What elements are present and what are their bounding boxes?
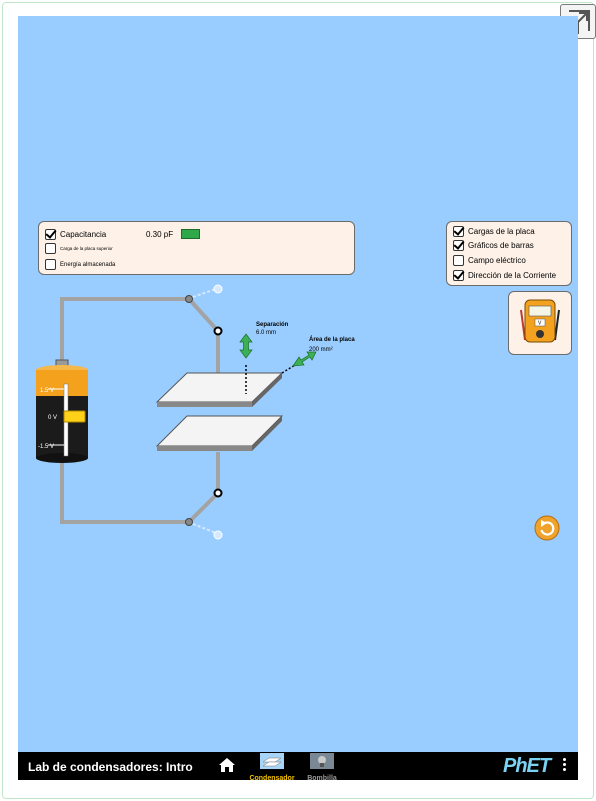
stored-energy-label: Energía almacenada (60, 261, 116, 268)
simulation-area (18, 16, 578, 753)
current-direction-label: Dirección de la Corriente (468, 271, 557, 280)
battery-bottom-label: -1.5 V (38, 444, 54, 450)
phet-logo[interactable]: PhET (503, 755, 551, 777)
tab-condensador-label: Condensador (249, 775, 295, 782)
voltmeter-icon[interactable]: V (509, 292, 571, 354)
top-plate-charge-checkbox[interactable] (45, 243, 56, 254)
bottom-plate[interactable] (155, 415, 284, 451)
voltmeter-display: V (538, 321, 542, 327)
bulb-screen-icon[interactable] (310, 753, 334, 769)
plate-area-value: 200 mm² (309, 347, 333, 353)
stored-energy-checkbox[interactable] (45, 259, 56, 270)
capacitance-label: Capacitancia (60, 230, 107, 239)
top-switch[interactable] (185, 284, 223, 336)
app-title: Lab de condensadores: Intro (28, 760, 193, 774)
bar-graphs-label: Gráficos de barras (468, 241, 534, 250)
capacitance-checkbox[interactable] (45, 229, 56, 240)
separation-label: Separación (256, 322, 289, 328)
capacitance-value: 0.30 pF (146, 230, 174, 239)
navigation-bar: Lab de condensadores: Intro Condensador … (18, 752, 578, 782)
tab-bombilla[interactable]: Bombilla (302, 753, 342, 782)
electric-field-checkbox[interactable] (453, 255, 464, 266)
capacitance-checkbox-row[interactable]: Capacitancia (45, 229, 106, 240)
tab-bombilla-label: Bombilla (307, 775, 337, 782)
top-plate[interactable] (155, 372, 284, 407)
bottom-switch[interactable] (185, 488, 223, 540)
capacitance-swatch (181, 229, 200, 239)
voltmeter-toolbox[interactable]: V (508, 291, 572, 355)
battery-top-label: 1.5 V (40, 388, 54, 394)
electric-field-label: Campo eléctrico (468, 256, 526, 265)
home-button[interactable] (218, 757, 236, 778)
battery-mid-label: 0 V (48, 415, 57, 421)
capacitor-screen-icon[interactable] (260, 753, 284, 769)
separation-arrow[interactable] (239, 333, 253, 359)
current-direction-checkbox[interactable] (453, 270, 464, 281)
top-plate-charge-label: Carga de la placa superior (60, 246, 113, 251)
tab-condensador[interactable]: Condensador (248, 753, 296, 782)
plate-area-label: Área de la placa (309, 336, 355, 343)
plate-charges-label: Cargas de la placa (468, 227, 535, 236)
capacitance-panel: Capacitancia 0.30 pF Carga de la placa s… (38, 221, 355, 275)
plate-charges-row[interactable]: Cargas de la placa (453, 226, 535, 237)
menu-icon[interactable] (562, 758, 568, 774)
bar-graphs-row[interactable]: Gráficos de barras (453, 240, 534, 251)
home-icon[interactable] (218, 757, 236, 773)
separation-value: 6.0 mm (256, 330, 276, 336)
electric-field-row[interactable]: Campo eléctrico (453, 255, 526, 266)
plate-charges-checkbox[interactable] (453, 226, 464, 237)
current-direction-row[interactable]: Dirección de la Corriente (453, 270, 556, 281)
battery[interactable]: 1.5 V 0 V -1.5 V (36, 359, 88, 463)
reset-icon[interactable] (534, 515, 560, 541)
visibility-panel: Cargas de la placa Gráficos de barras Ca… (446, 221, 572, 286)
plate-area-arrow[interactable] (292, 351, 317, 367)
battery-voltage-slider[interactable] (63, 410, 86, 423)
top-plate-charge-checkbox-row[interactable]: Carga de la placa superior (45, 243, 113, 254)
bar-graphs-checkbox[interactable] (453, 240, 464, 251)
stored-energy-checkbox-row[interactable]: Energía almacenada (45, 259, 115, 270)
